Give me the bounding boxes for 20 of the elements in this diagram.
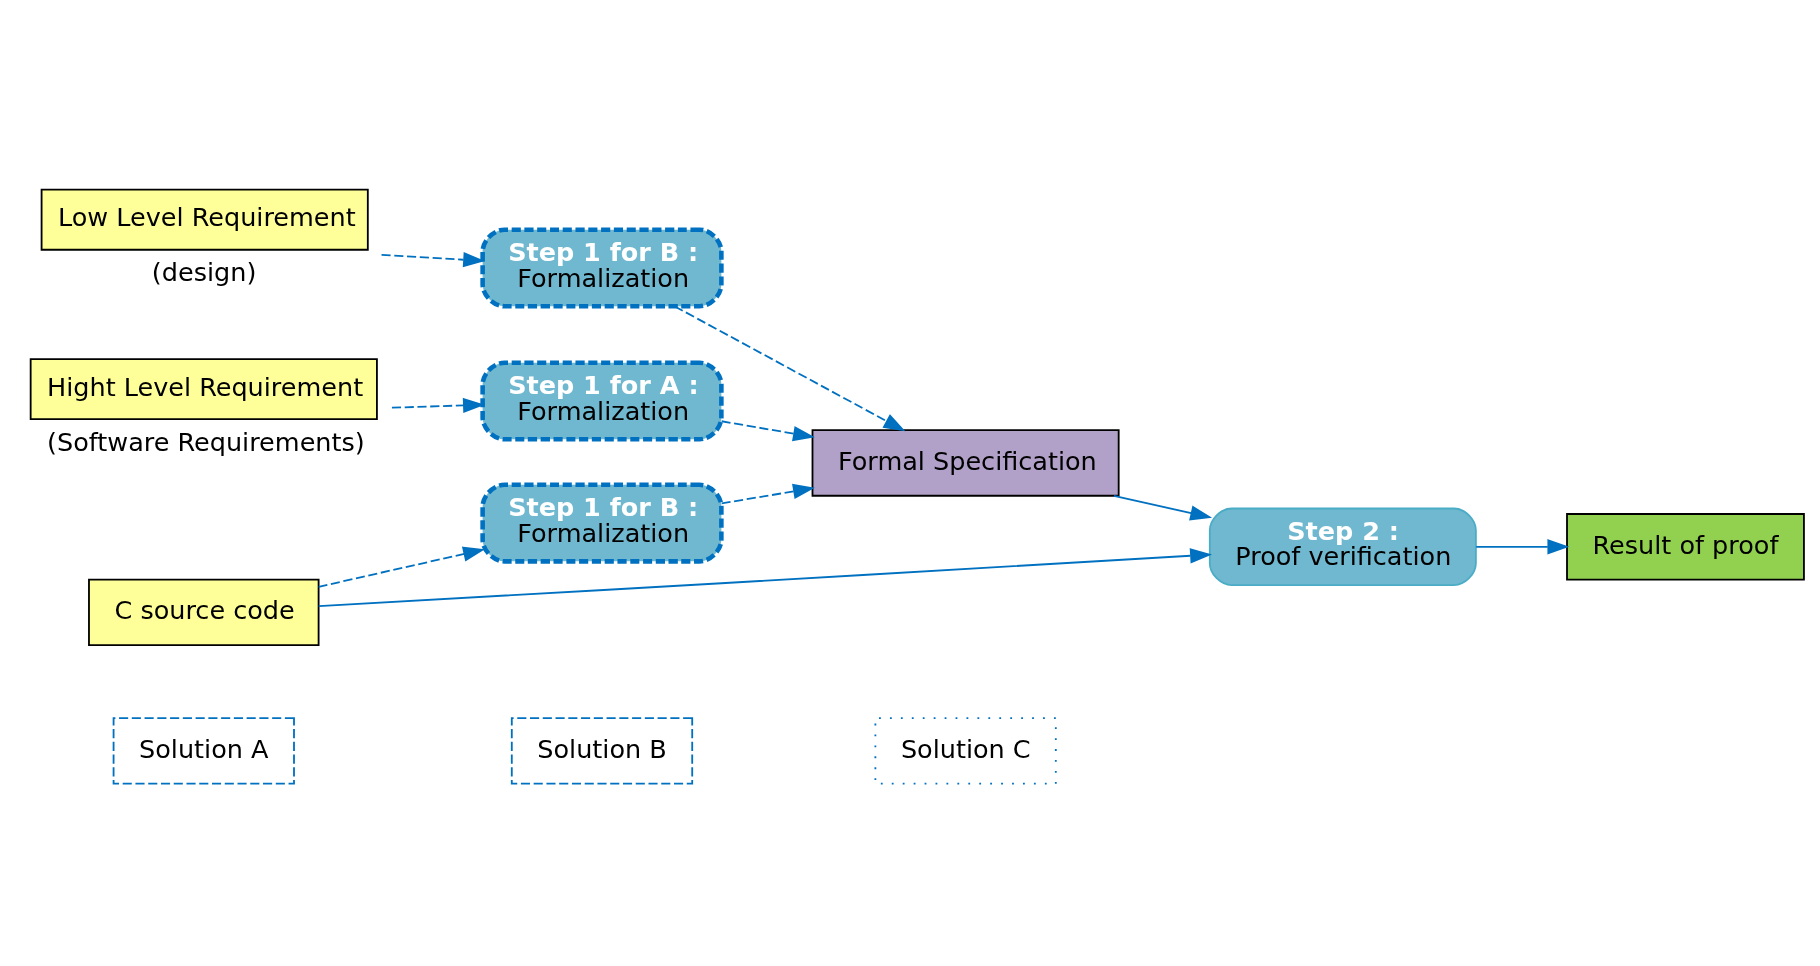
node-box: Step 1 for B : Formalization xyxy=(480,482,724,564)
node-box: Solution B xyxy=(510,717,694,785)
arrow xyxy=(317,546,485,588)
node-box: Step 1 for A : Formalization xyxy=(480,360,724,442)
node-label: (Software Requirements) xyxy=(47,426,365,457)
arrow xyxy=(380,252,486,268)
node-box: Result of proof xyxy=(1566,513,1805,581)
node-box: Solution A xyxy=(112,717,295,785)
arrow xyxy=(720,420,815,442)
node-box: Formal Specification xyxy=(811,429,1120,497)
node-box: Solution C xyxy=(874,717,1057,785)
arrow xyxy=(674,305,906,432)
arrow xyxy=(1113,494,1213,521)
node-box: Step 1 for B : Formalization xyxy=(480,227,724,309)
node-box: C source code xyxy=(88,578,320,647)
node-box: Step 2 : Proof verification xyxy=(1208,507,1477,586)
arrow xyxy=(1475,539,1570,555)
arrow xyxy=(317,548,1212,607)
node-label: (design) xyxy=(151,257,257,288)
arrow xyxy=(720,483,815,505)
